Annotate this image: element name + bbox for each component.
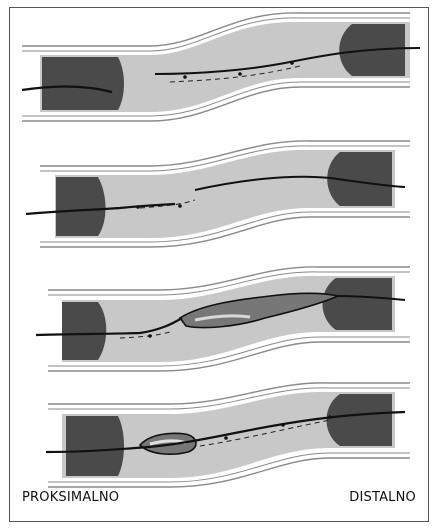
proximal-stump-2 — [56, 177, 106, 236]
panel-2 — [26, 141, 410, 247]
proximal-stump-3 — [62, 302, 106, 360]
distal-stump-4 — [327, 394, 393, 446]
proximal-stump-4 — [66, 416, 124, 476]
label-distal: DISTALNO — [349, 490, 416, 505]
label-proximal: PROKSIMALNO — [22, 490, 119, 505]
panel-4 — [46, 383, 410, 487]
proximal-stump-1 — [42, 57, 124, 110]
distal-stump-3 — [323, 278, 393, 330]
panel-3 — [36, 267, 410, 371]
panel-1 — [22, 13, 420, 121]
